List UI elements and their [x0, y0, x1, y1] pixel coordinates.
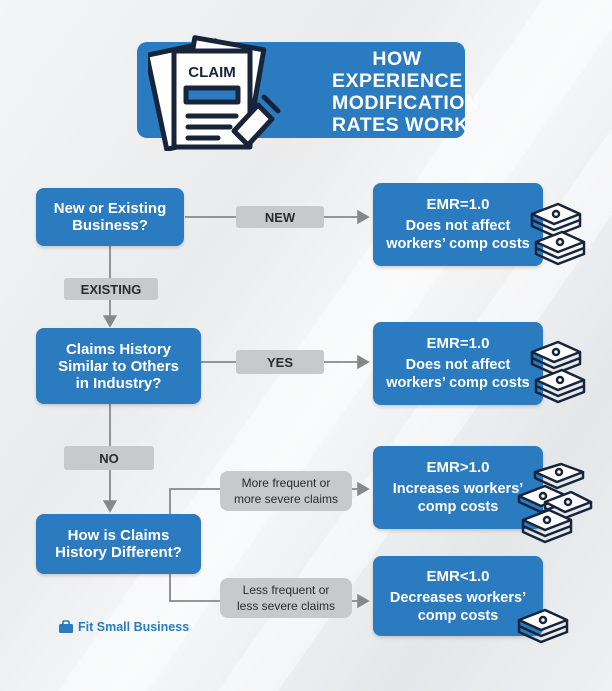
page-title: HOW EXPERIENCE MODIFICATION RATES WORK [332, 48, 480, 136]
brand-logo: Fit Small Business [58, 620, 189, 634]
brand-name: Fit Small Business [78, 620, 190, 634]
briefcase-icon [59, 620, 73, 633]
claim-form-icon: CLAIM [148, 35, 281, 151]
label-existing: EXISTING [64, 278, 158, 300]
money-stack-icon [517, 462, 593, 544]
money-stack-icon [530, 340, 586, 404]
money-stack-icon [517, 608, 569, 644]
label-new: NEW [236, 206, 324, 228]
money-stack-icon [530, 202, 586, 266]
label-no: NO [64, 446, 154, 470]
label-yes: YES [236, 350, 324, 374]
claim-label: CLAIM [188, 64, 236, 81]
